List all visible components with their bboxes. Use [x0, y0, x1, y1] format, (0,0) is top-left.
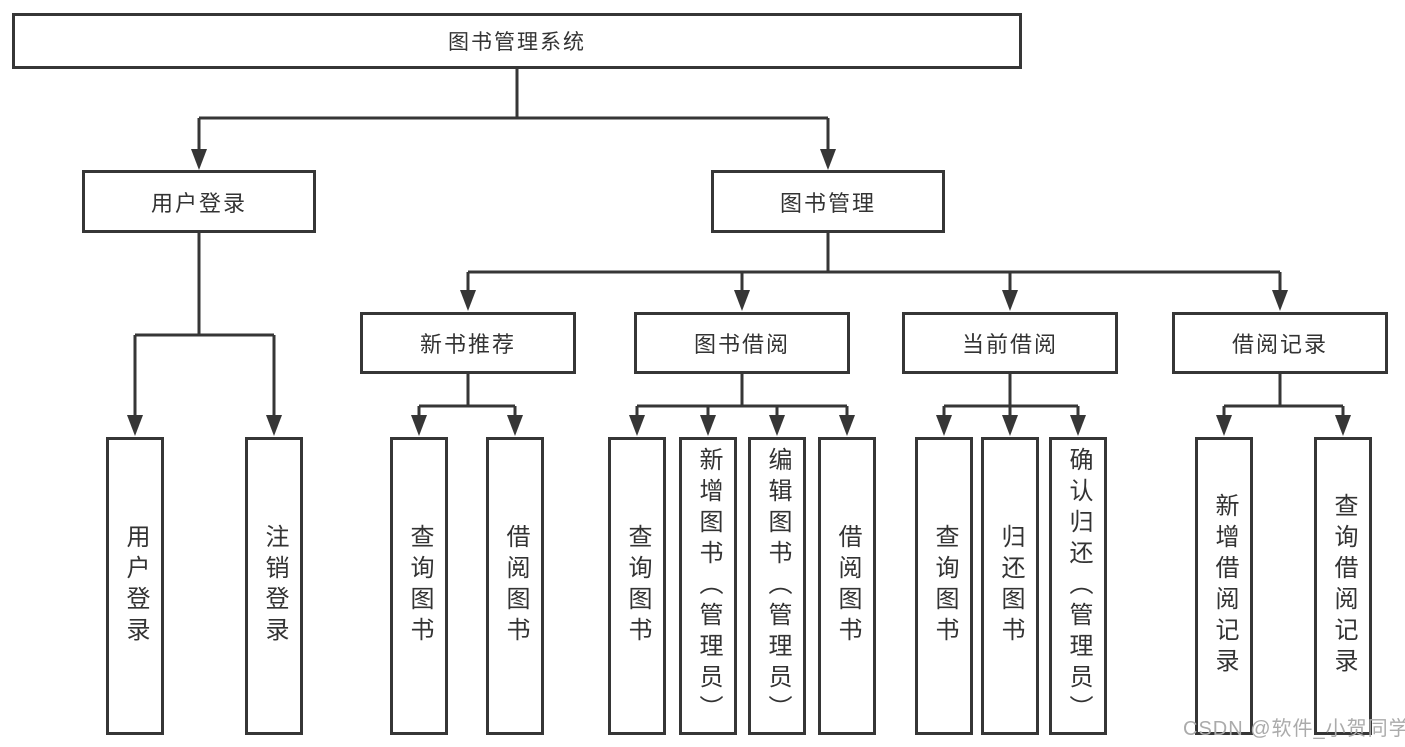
arrow-down-icon [734, 290, 750, 311]
leaf-add-book-admin: 新增图书（管理员） [679, 437, 737, 735]
arrow-down-icon [507, 415, 523, 436]
node-current-borrow: 当前借阅 [902, 312, 1118, 374]
leaf-borrow-books: 借阅图书 [818, 437, 876, 735]
arrow-down-icon [191, 149, 207, 170]
node-borrow-records: 借阅记录 [1172, 312, 1388, 374]
node-book-management: 图书管理 [711, 170, 945, 233]
arrowhead-group [127, 149, 1351, 436]
leaf-logout: 注销登录 [245, 437, 303, 735]
arrow-down-icon [629, 415, 645, 436]
leaf-edit-book-admin: 编辑图书（管理员） [748, 437, 806, 735]
leaf-confirm-return-admin: 确认归还（管理员） [1049, 437, 1107, 735]
arrow-down-icon [127, 415, 143, 436]
arrow-down-icon [266, 415, 282, 436]
csdn-watermark: CSDN @软件_小贺同学 [1183, 718, 1405, 740]
leaf-query-borrow-record: 查询借阅记录 [1314, 437, 1372, 735]
leaf-query-books-borrow: 查询图书 [608, 437, 666, 735]
leaf-borrow-books-recommend: 借阅图书 [486, 437, 544, 735]
arrow-down-icon [700, 415, 716, 436]
leaf-user-login: 用户登录 [106, 437, 164, 735]
arrow-down-icon [1002, 290, 1018, 311]
arrow-down-icon [411, 415, 427, 436]
arrow-down-icon [769, 415, 785, 436]
leaf-query-books-current: 查询图书 [915, 437, 973, 735]
arrow-down-icon [1070, 415, 1086, 436]
arrow-down-icon [936, 415, 952, 436]
leaf-add-borrow-record: 新增借阅记录 [1195, 437, 1253, 735]
connector-paths [133, 69, 1345, 417]
leaf-return-book: 归还图书 [981, 437, 1039, 735]
arrow-down-icon [1002, 415, 1018, 436]
node-new-book-recommend: 新书推荐 [360, 312, 576, 374]
arrow-down-icon [1216, 415, 1232, 436]
arrow-down-icon [1272, 290, 1288, 311]
node-book-borrow: 图书借阅 [634, 312, 850, 374]
node-user-login: 用户登录 [82, 170, 316, 233]
arrow-down-icon [820, 149, 836, 170]
leaf-query-books-recommend: 查询图书 [390, 437, 448, 735]
arrow-down-icon [1335, 415, 1351, 436]
arrow-down-icon [839, 415, 855, 436]
arrow-down-icon [460, 290, 476, 311]
node-root: 图书管理系统 [12, 13, 1022, 69]
